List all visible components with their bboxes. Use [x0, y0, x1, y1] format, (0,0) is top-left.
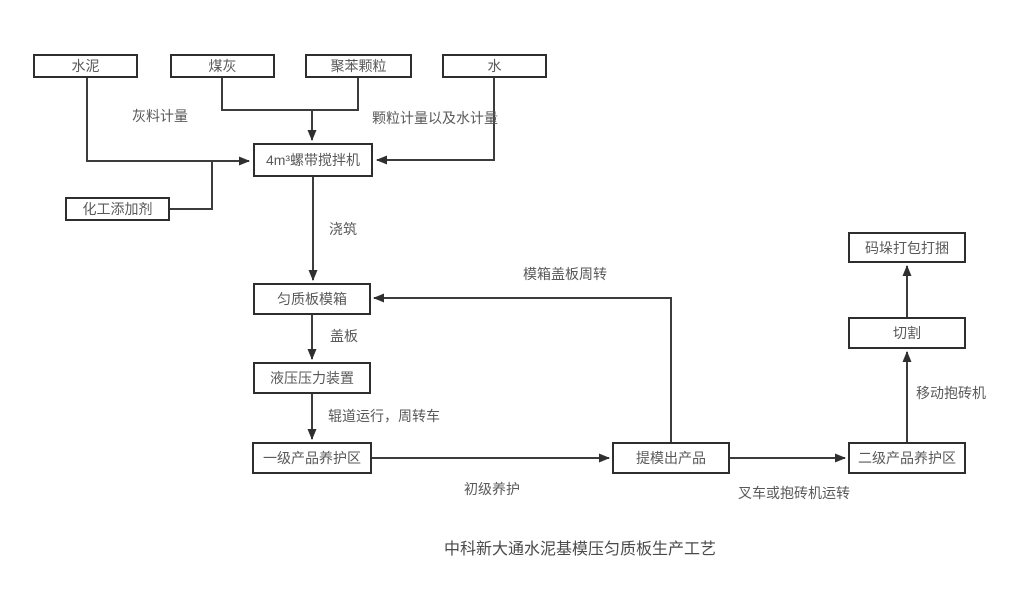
label-particle-water-metering: 颗粒计量以及水计量 [372, 110, 498, 126]
node-chemical-additive: 化工添加剂 [65, 197, 170, 221]
node-secondary-curing: 二级产品养护区 [848, 442, 966, 474]
node-cutting: 切割 [848, 317, 966, 349]
node-demold-product: 提模出产品 [612, 442, 730, 474]
label-mold-cover-turnover: 模箱盖板周转 [523, 266, 607, 282]
label-cover-plate: 盖板 [330, 328, 358, 344]
node-cement: 水泥 [33, 54, 138, 78]
edge-additive-join [170, 160, 213, 210]
node-coal-ash: 煤灰 [170, 54, 275, 78]
node-polystyrene: 聚苯颗粒 [305, 54, 412, 78]
label-roller-transfer: 辊道运行，周转车 [328, 408, 440, 424]
node-hydraulic-press: 液压压力装置 [253, 362, 371, 394]
label-primary-cure: 初级养护 [464, 481, 520, 497]
label-mobile-brick-clamp: 移动抱砖机 [916, 385, 986, 401]
node-mold-box: 匀质板模箱 [253, 283, 371, 315]
edge-coalash-poly-merge [221, 78, 359, 111]
node-water: 水 [442, 54, 547, 78]
label-pouring: 浇筑 [329, 221, 357, 237]
node-primary-curing: 一级产品养护区 [252, 442, 372, 474]
label-forklift-transfer: 叉车或抱砖机运转 [738, 485, 850, 501]
node-mixer: 4m³螺带搅拌机 [253, 143, 373, 177]
label-ash-metering: 灰料计量 [132, 108, 188, 124]
node-stack-pack: 码垛打包打捆 [848, 232, 966, 263]
diagram-title: 中科新大通水泥基模压匀质板生产工艺 [443, 541, 717, 558]
